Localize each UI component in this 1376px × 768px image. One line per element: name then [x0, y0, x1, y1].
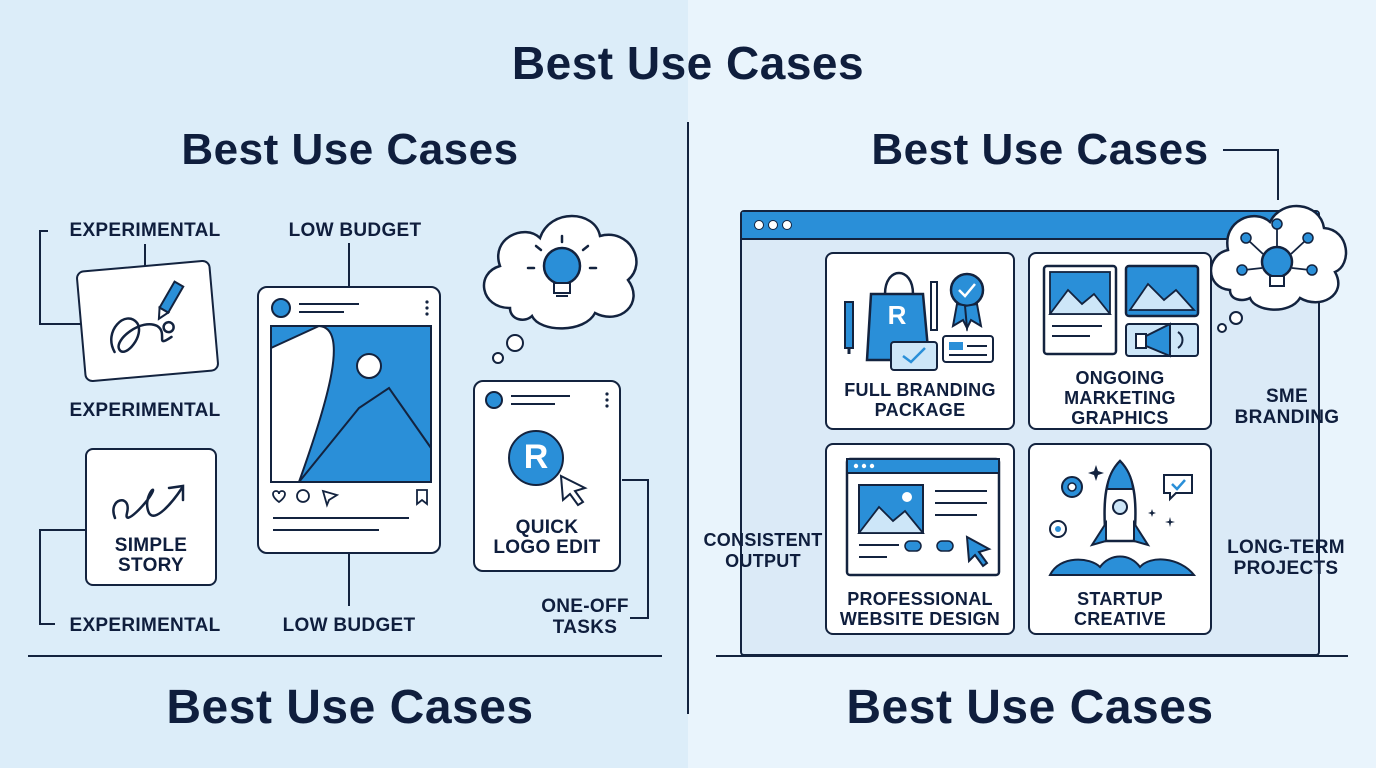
sme-line2: BRANDING	[1234, 407, 1340, 428]
bag-logo-letter: R	[887, 300, 907, 330]
logo-badge: R	[508, 430, 564, 486]
full-branding-line2: PACKAGE	[874, 400, 966, 420]
label-consistent-output: CONSISTENT OUTPUT	[700, 530, 826, 572]
startup-line1: STARTUP	[1077, 589, 1163, 609]
consistent-line2: OUTPUT	[725, 551, 801, 571]
left-section-footer: Best Use Cases	[166, 681, 534, 734]
consistent-line1: CONSISTENT	[703, 530, 823, 550]
label-low-budget-top: LOW BUDGET	[288, 220, 422, 241]
label-low-budget-bottom: LOW BUDGET	[282, 615, 416, 636]
right-section-footer: Best Use Cases	[846, 681, 1214, 734]
window-dot-3	[782, 220, 792, 230]
browser-titlebar	[742, 212, 1318, 240]
simple-story-card: SIMPLE STORY	[85, 448, 217, 586]
window-dot-1	[754, 220, 764, 230]
left-section-title: Best Use Cases	[181, 125, 519, 174]
label-one-off-line1: ONE-OFF	[541, 596, 629, 617]
story-arrow-icon	[112, 484, 185, 520]
label-sme-branding: SME BRANDING	[1222, 386, 1352, 428]
label-one-off-tasks: ONE-OFF TASKS	[530, 596, 640, 638]
branding-kit-icon	[844, 271, 994, 371]
simple-story-line2: STORY	[118, 555, 184, 576]
marketing-line1: ONGOING	[1075, 368, 1165, 388]
network-bulb-cloud-icon	[1209, 205, 1348, 333]
simple-story-line1: SIMPLE	[114, 535, 188, 556]
long-term-line1: LONG-TERM	[1227, 537, 1345, 558]
marketing-line3: GRAPHICS	[1071, 408, 1169, 428]
social-post-graphic	[270, 298, 432, 531]
social-post-card	[257, 286, 441, 554]
startup-line2: CREATIVE	[1073, 609, 1167, 629]
quick-logo-line2: LOGO EDIT	[493, 537, 601, 558]
marketing-graphics-card: ONGOING MARKETING GRAPHICS	[1028, 252, 1212, 430]
signature-card	[75, 259, 220, 383]
rocket-launch-icon	[1048, 459, 1197, 576]
long-term-line2: PROJECTS	[1233, 558, 1339, 579]
marketing-line2: MARKETING	[1064, 388, 1176, 408]
label-experimental-top: EXPERIMENTAL	[69, 220, 221, 241]
label-long-term-projects: LONG-TERM PROJECTS	[1218, 537, 1354, 579]
browser-header-icon	[485, 391, 609, 409]
window-dot-2	[768, 220, 778, 230]
page-title: Best Use Cases	[511, 37, 865, 89]
quick-logo-card: R QUICK LOGO EDIT	[473, 380, 621, 572]
right-section-title: Best Use Cases	[871, 125, 1209, 174]
website-mockup-icon	[845, 457, 1001, 577]
full-branding-line1: FULL BRANDING	[844, 380, 996, 400]
thought-cloud-bulb-icon	[482, 214, 638, 364]
cursor-icon	[559, 474, 588, 507]
center-divider	[687, 122, 689, 714]
website-line2: WEBSITE DESIGN	[839, 609, 1001, 629]
website-design-card: PROFESSIONAL WEBSITE DESIGN	[825, 443, 1015, 635]
label-experimental-mid: EXPERIMENTAL	[69, 400, 221, 421]
sme-line1: SME	[1265, 386, 1309, 407]
full-branding-card: R FULL BRANDING PACKAGE	[825, 252, 1015, 430]
label-experimental-bottom: EXPERIMENTAL	[69, 615, 221, 636]
website-line1: PROFESSIONAL	[847, 589, 993, 609]
quick-logo-line1: QUICK	[515, 517, 579, 538]
label-one-off-line2: TASKS	[552, 617, 618, 638]
marketing-graphics-icon	[1042, 264, 1200, 358]
signature-icon	[110, 280, 185, 354]
startup-creative-card: STARTUP CREATIVE	[1028, 443, 1212, 635]
